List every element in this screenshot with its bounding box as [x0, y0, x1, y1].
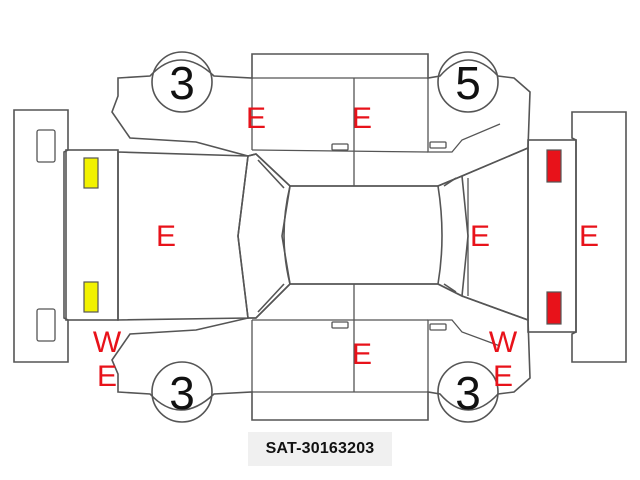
mark-trunk: E: [470, 220, 490, 253]
front-panel: [65, 149, 119, 321]
stock-code: SAT-30163203: [265, 440, 375, 457]
left-side-view: [111, 51, 531, 187]
stock-code-box: SAT-30163203: [248, 432, 392, 466]
wheel-badge-front-left: 3: [169, 57, 195, 109]
headlight-bottom: [83, 281, 99, 313]
cabin: [237, 153, 469, 319]
mark-front-left-door: E: [246, 102, 266, 135]
mark-front-right-door: E: [352, 338, 372, 371]
wheel-badge-rear-left: 5: [455, 57, 481, 109]
hood: [117, 151, 249, 321]
mark-front-left-e: E: [97, 360, 117, 393]
wheel-badge-rear-right: 3: [455, 367, 481, 419]
taillight-bottom: [546, 291, 562, 325]
right-side-view: [111, 283, 531, 423]
mark-rear-left-w: W: [489, 326, 518, 359]
mark-front-left-w: W: [93, 326, 122, 359]
headlight-top: [83, 157, 99, 189]
rear-panel: [527, 139, 577, 333]
front-bumper: [13, 109, 69, 363]
mark-rear-bumper: E: [579, 220, 599, 253]
mark-rear-left-door: E: [352, 102, 372, 135]
mark-hood: E: [156, 220, 176, 253]
wheel-badge-front-right: 3: [169, 367, 195, 419]
mark-rear-left-e: E: [493, 360, 513, 393]
rear-bumper: [571, 111, 627, 363]
taillight-top: [546, 149, 562, 183]
